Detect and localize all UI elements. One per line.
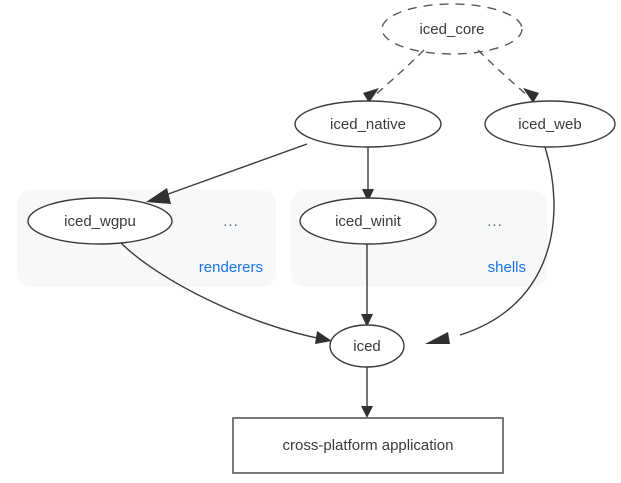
edge-native-to-wgpu-arrowhead: [146, 188, 171, 204]
edge-native-to-winit-arrowhead: [362, 189, 374, 202]
node-iced-web[interactable]: iced_web: [484, 100, 616, 148]
node-iced-core-shape[interactable]: [381, 3, 523, 55]
renderers-more-icon: ...: [223, 213, 239, 230]
node-iced-wgpu[interactable]: iced_wgpu: [27, 197, 173, 245]
node-application-label: cross-platform application: [283, 437, 454, 454]
node-iced-native-shape[interactable]: [294, 100, 442, 148]
edge-web-to-iced-arrowhead: [425, 332, 450, 344]
shells-more-icon: ...: [487, 213, 503, 230]
group-renderers-label: renderers: [199, 259, 263, 276]
edge-winit-to-iced-arrowhead: [361, 314, 373, 327]
node-iced-web-shape[interactable]: [484, 100, 616, 148]
node-iced-winit-shape[interactable]: [299, 197, 437, 245]
edge-wgpu-to-iced-arrowhead: [315, 331, 332, 344]
node-iced-web-label: iced_web: [518, 116, 581, 133]
node-iced-label: iced: [353, 338, 381, 355]
node-application-shape[interactable]: [232, 417, 504, 474]
edge-core-to-native-arrowhead: [363, 88, 379, 103]
edge-web-to-iced-line: [459, 146, 555, 336]
group-shells-label: shells: [488, 259, 526, 276]
node-iced[interactable]: iced: [329, 324, 405, 368]
edge-native-to-winit: [362, 147, 374, 202]
edge-wgpu-to-iced-line: [119, 241, 323, 340]
edge-wgpu-to-iced: [119, 241, 332, 344]
edge-native-to-wgpu-line: [159, 143, 308, 198]
node-iced-winit[interactable]: iced_winit: [299, 197, 437, 245]
node-iced-shape[interactable]: [329, 324, 405, 368]
edge-core-to-web-line: [477, 49, 529, 97]
node-iced-winit-label: iced_winit: [335, 213, 402, 230]
node-iced-native[interactable]: iced_native: [294, 100, 442, 148]
edge-core-to-web: [477, 49, 539, 103]
edge-iced-to-app-arrowhead: [361, 406, 373, 418]
node-iced-core[interactable]: iced_core: [381, 3, 523, 55]
edge-core-to-native: [363, 49, 425, 103]
edge-winit-to-iced: [361, 244, 373, 327]
edge-web-to-iced: [425, 146, 555, 344]
node-iced-core-label: iced_core: [419, 21, 484, 38]
edge-native-to-wgpu: [146, 143, 308, 204]
edge-core-to-native-line: [373, 49, 425, 97]
node-iced-wgpu-label: iced_wgpu: [64, 213, 136, 230]
node-iced-wgpu-shape[interactable]: [27, 197, 173, 245]
edge-core-to-web-arrowhead: [523, 88, 539, 103]
node-application[interactable]: cross-platform application: [232, 417, 504, 474]
edge-iced-to-app: [361, 367, 373, 418]
node-iced-native-label: iced_native: [330, 116, 406, 133]
